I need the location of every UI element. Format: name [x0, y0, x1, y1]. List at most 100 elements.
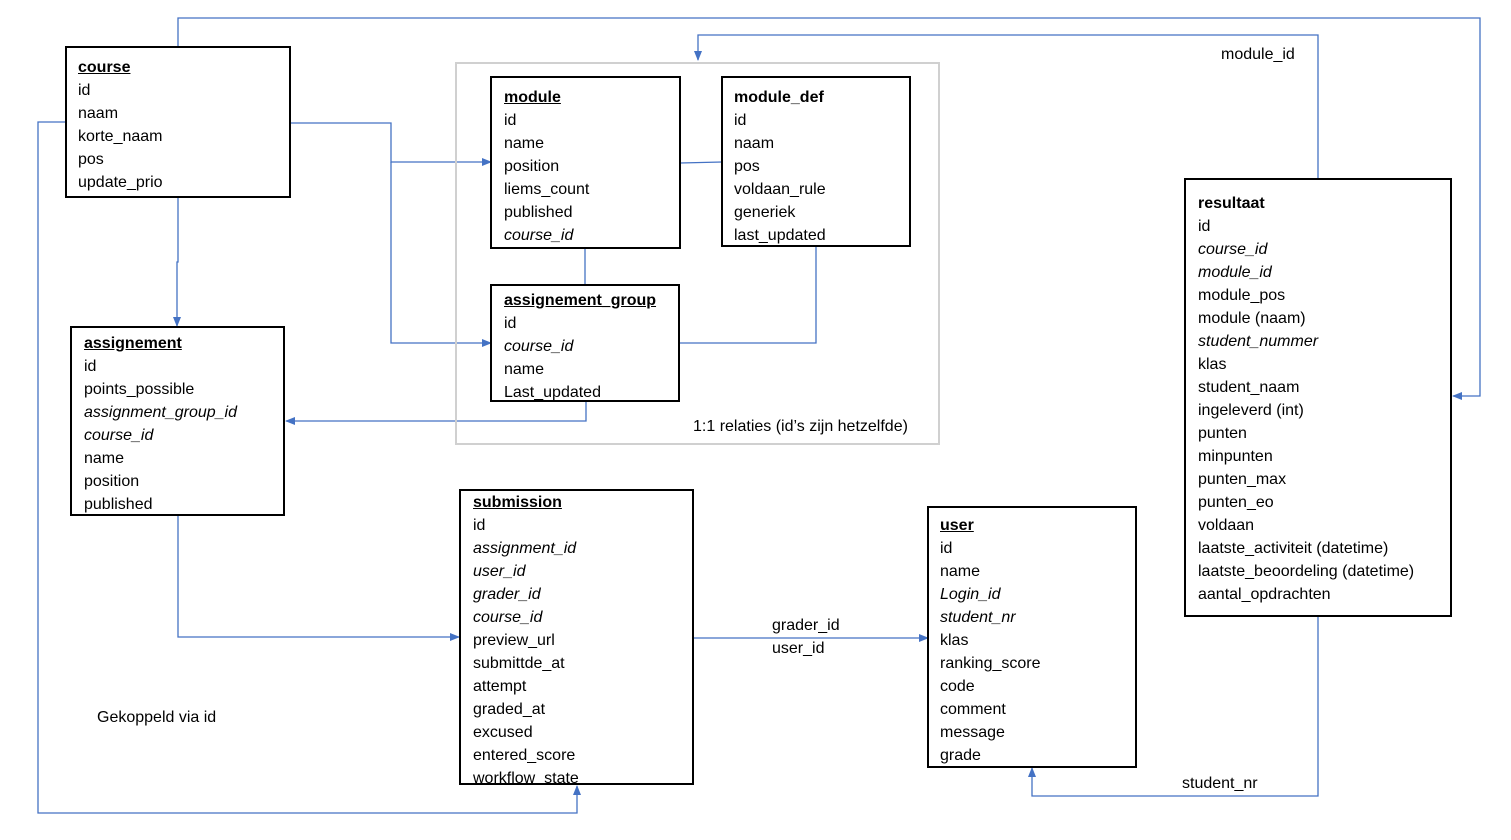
connector-course-to-module: [290, 122, 492, 166]
field-submittde-at: submittde_at: [473, 655, 565, 672]
field-id: id: [504, 112, 517, 129]
field-id: id: [84, 358, 97, 375]
field-module-naam: module (naam): [1198, 310, 1306, 327]
field-student-naam: student_naam: [1198, 379, 1300, 396]
field-workflow-state: workflow_state: [473, 770, 579, 785]
field-aantal-opdrachten: aantal_opdrachten: [1198, 586, 1331, 603]
label-student-nr: student_nr: [1182, 775, 1258, 792]
field-student-nummer: student_nummer: [1198, 333, 1319, 350]
field-punten-max: punten_max: [1198, 471, 1287, 488]
connector-module-module-def: [679, 161, 723, 164]
connector-resultaat-to-user: [1028, 616, 1319, 797]
one-to-one-group-frame: [455, 62, 940, 445]
field-klas: klas: [940, 632, 969, 649]
field-course-id: course_id: [84, 427, 154, 444]
label-gekoppeld: Gekoppeld via id: [97, 709, 217, 726]
field-preview-url: preview_url: [473, 632, 555, 649]
entity-user: user id name Login_id student_nr klas ra…: [927, 506, 1137, 768]
field-last-updated: Last_updated: [504, 384, 601, 401]
field-module-pos: module_pos: [1198, 287, 1286, 304]
field-assignment-group-id: assignment_group_id: [84, 404, 237, 421]
label-user-id: user_id: [772, 640, 825, 657]
field-voldaan-rule: voldaan_rule: [734, 181, 826, 198]
field-name: name: [940, 563, 981, 580]
entity-resultaat: resultaat id course_id module_id module_…: [1184, 178, 1452, 617]
field-course-id: course_id: [504, 227, 574, 244]
field-ranking-score: ranking_score: [940, 655, 1041, 672]
field-comment: comment: [940, 701, 1006, 718]
field-position: position: [84, 473, 140, 490]
field-name: name: [504, 135, 545, 152]
entity-title: user: [940, 517, 974, 534]
field-voldaan: voldaan: [1198, 517, 1255, 534]
field-message: message: [940, 724, 1005, 741]
connector-assignement-group-to-assignement: [285, 401, 587, 425]
field-id: id: [504, 315, 517, 332]
label-module-id: module_id: [1221, 46, 1295, 63]
entity-title: assignement_group: [504, 292, 657, 309]
entity-title: assignement: [84, 335, 182, 352]
field-grade: grade: [940, 747, 981, 764]
field-name: name: [84, 450, 125, 467]
field-id: id: [734, 112, 747, 129]
connector-course-to-assignement: [173, 197, 181, 327]
label-one-to-one: 1:1 relaties (id’s zijn hetzelfde): [693, 418, 908, 435]
entity-module: module id name position liems_count publ…: [490, 76, 681, 249]
field-minpunten: minpunten: [1198, 448, 1273, 465]
field-excused: excused: [473, 724, 533, 741]
field-last-updated: last_updated: [734, 227, 826, 244]
field-course-id: course_id: [1198, 241, 1268, 258]
field-position: position: [504, 158, 560, 175]
field-id: id: [940, 540, 953, 557]
connector-course-to-assignement-group: [390, 162, 492, 347]
field-ingeleverd: ingeleverd (int): [1198, 402, 1304, 419]
field-pos: pos: [734, 158, 760, 175]
field-id: id: [473, 517, 486, 534]
entity-title: resultaat: [1198, 195, 1265, 212]
field-punten: punten: [1198, 425, 1247, 442]
field-points-possible: points_possible: [84, 381, 195, 398]
connector-resultaat-to-module: [694, 34, 1319, 178]
field-module-id: module_id: [1198, 264, 1272, 281]
field-punten-eo: punten_eo: [1198, 494, 1274, 511]
field-published: published: [84, 496, 153, 513]
field-generiek: generiek: [734, 204, 796, 221]
field-id: id: [1198, 218, 1211, 235]
field-user-id: user_id: [473, 563, 526, 580]
connector-assignement-to-submission: [177, 515, 460, 641]
label-grader-id: grader_id: [772, 617, 840, 634]
field-liems-count: liems_count: [504, 181, 590, 198]
field-pos: pos: [78, 151, 104, 168]
field-assignment-id: assignment_id: [473, 540, 577, 557]
field-grader-id: grader_id: [473, 586, 541, 603]
field-korte-naam: korte_naam: [78, 128, 163, 145]
entity-assignement-group: assignement_group id course_id name Last…: [490, 284, 680, 402]
field-graded-at: graded_at: [473, 701, 546, 718]
field-naam: naam: [734, 135, 775, 152]
entity-module-def: module_def id naam pos voldaan_rule gene…: [721, 76, 911, 247]
connector-course-to-resultaat: [177, 17, 1481, 400]
connector-course-to-submission: [37, 121, 581, 814]
entity-title: module_def: [734, 89, 824, 106]
entity-title: module: [504, 89, 561, 106]
entity-course: course id naam korte_naam pos update_pri…: [65, 46, 291, 198]
field-attempt: attempt: [473, 678, 527, 695]
entity-title: course: [78, 59, 131, 76]
field-name: name: [504, 361, 545, 378]
entity-title: submission: [473, 494, 562, 511]
field-naam: naam: [78, 105, 119, 122]
field-code: code: [940, 678, 975, 695]
field-entered-score: entered_score: [473, 747, 576, 764]
field-student-nr: student_nr: [940, 609, 1016, 626]
field-laatste-beoordeling: laatste_beoordeling (datetime): [1198, 563, 1415, 580]
field-course-id: course_id: [504, 338, 574, 355]
entity-submission: submission id assignment_id user_id grad…: [459, 489, 694, 785]
field-laatste-activiteit: laatste_activiteit (datetime): [1198, 540, 1389, 557]
field-klas: klas: [1198, 356, 1227, 373]
connector-module-def-assignement-group: [679, 246, 817, 344]
field-login-id: Login_id: [940, 586, 1001, 603]
entity-assignement: assignement id points_possible assignmen…: [70, 326, 285, 516]
field-id: id: [78, 82, 91, 99]
